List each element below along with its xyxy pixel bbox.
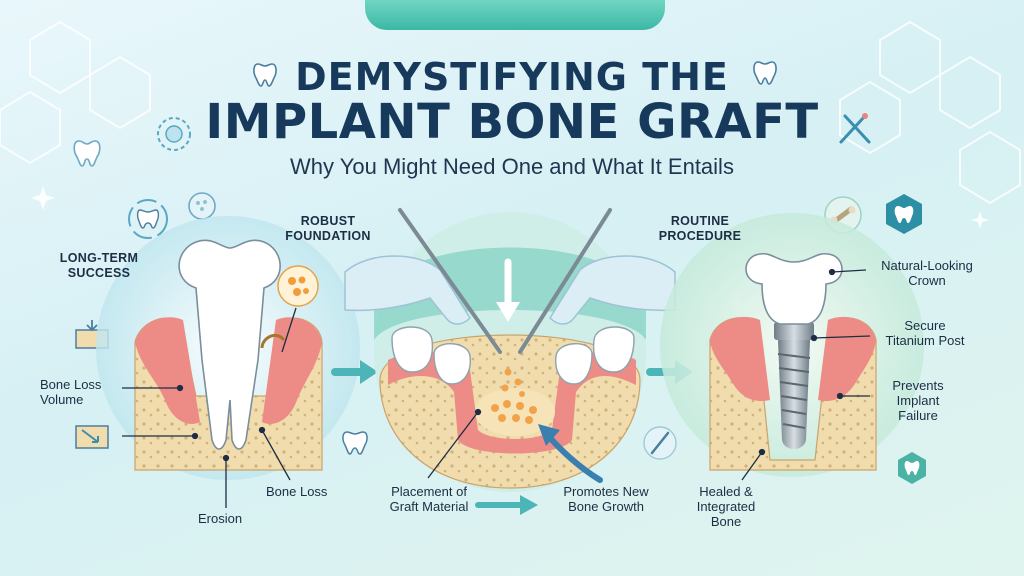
stage-middle-graft-placement	[344, 208, 676, 515]
label-erosion: Erosion	[198, 511, 243, 526]
title-line-2: IMPLANT BONE GRAFT	[205, 94, 819, 150]
label-bone-loss: Bone Loss	[266, 484, 328, 499]
tooth-cycle-icon	[128, 199, 168, 239]
label-promotes-new-bone-growth: Promotes New Bone Growth	[563, 484, 649, 514]
label-long-term-success: LONG-TERM SUCCESS	[59, 251, 139, 280]
dental-probe-icon	[643, 426, 677, 460]
label-healed-integrated-bone: Healed & Integrated Bone	[696, 484, 756, 529]
header-tab	[365, 0, 665, 30]
tooth-shield-icon	[886, 194, 922, 234]
tooth-sparkle-icon	[253, 63, 277, 87]
label-placement-of-graft-material: Placement of Graft Material	[389, 484, 469, 514]
label-robust-foundation: ROBUST FOUNDATION	[285, 214, 371, 243]
cell-gear-icon	[157, 117, 191, 151]
dental-tools-icon	[839, 113, 871, 144]
arrow-left-to-middle	[360, 360, 378, 384]
bone-erosion-icon	[75, 425, 109, 449]
label-prevents-implant-failure: Prevents Implant Failure	[892, 378, 944, 423]
stage-left-tooth-bone-loss	[96, 216, 360, 508]
stage-right-implant	[660, 213, 924, 481]
label-bone-loss-volume: Bone Loss Volume	[40, 377, 102, 407]
tooth-sparkle-icon	[342, 431, 368, 455]
label-routine-procedure: ROUTINE PROCEDURE	[658, 214, 742, 243]
label-natural-looking-crown: Natural-Looking Crown	[881, 258, 973, 288]
tooth-icon	[753, 61, 777, 85]
subtitle: Why You Might Need One and What It Entai…	[290, 154, 734, 179]
label-secure-titanium-post: Secure Titanium Post	[885, 318, 965, 348]
tooth-icon	[73, 140, 101, 167]
title-line-1: DEMYSTIFYING THE	[295, 55, 729, 99]
tooth-shield-icon	[898, 452, 926, 484]
